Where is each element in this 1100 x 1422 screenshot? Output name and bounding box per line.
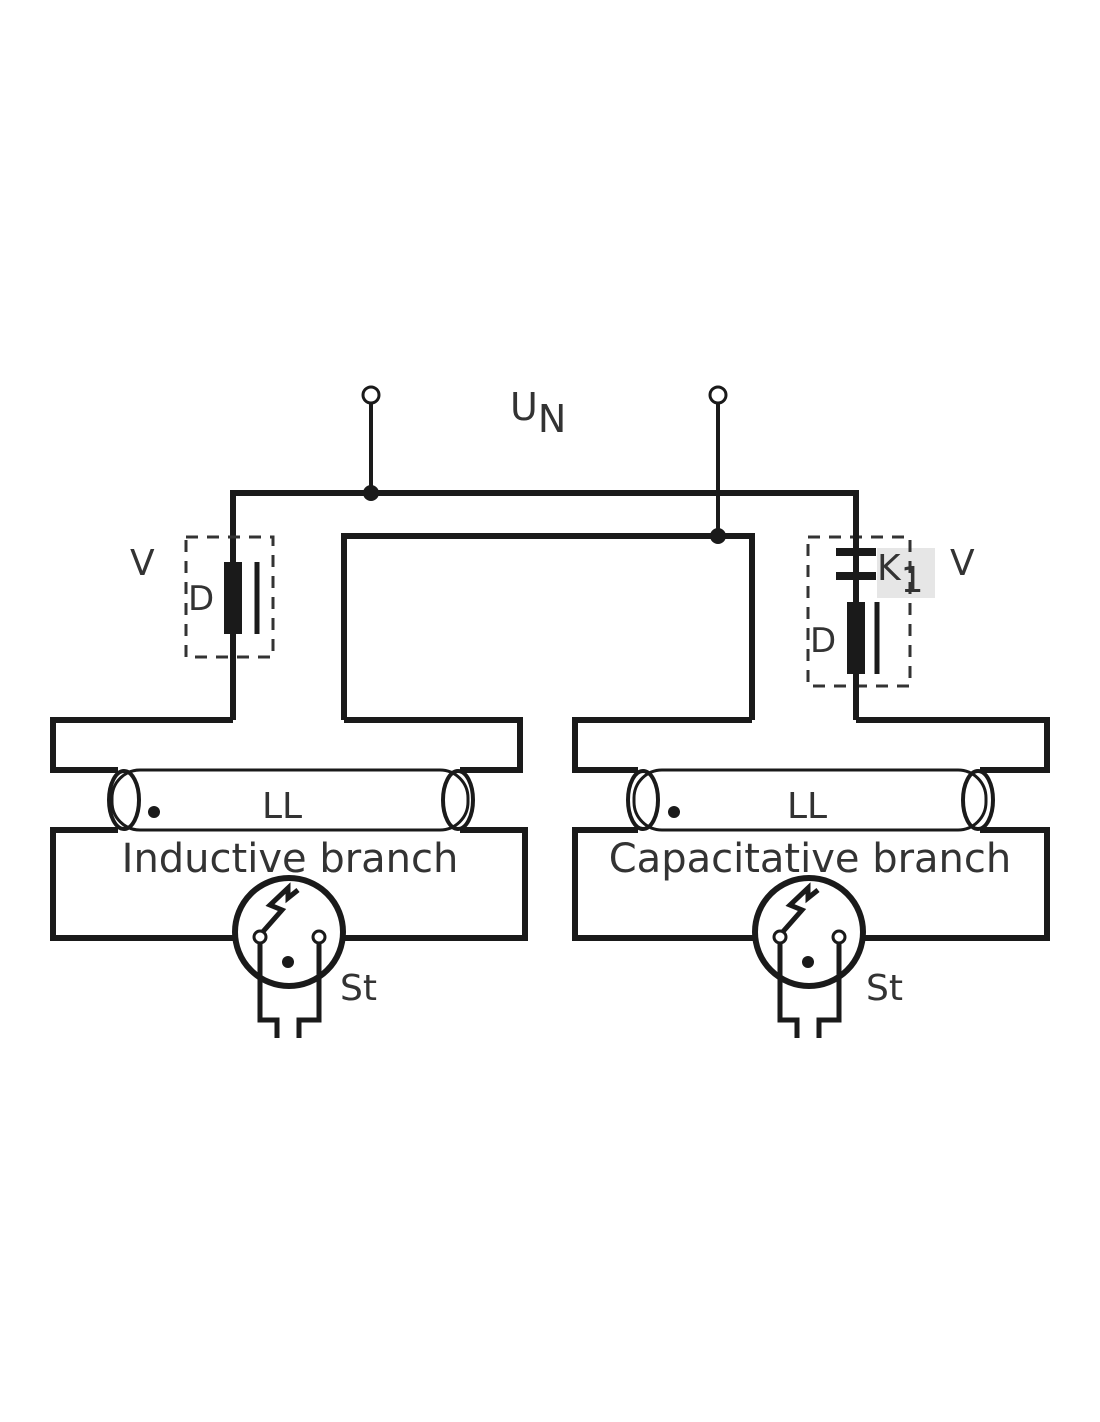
left-lamp bbox=[50, 717, 528, 941]
left-starter-label: St bbox=[340, 968, 377, 1009]
left-choke-label: D bbox=[188, 579, 214, 619]
left-starter-icon bbox=[232, 875, 346, 1038]
right-lamp bbox=[572, 717, 1050, 941]
right-ballast-label: V bbox=[950, 543, 975, 584]
capacitative-branch-label: Capacitative branch bbox=[609, 836, 1011, 882]
top-wire bbox=[230, 490, 859, 720]
capacitor-label: K1 bbox=[877, 548, 924, 601]
right-starter-label: St bbox=[866, 968, 903, 1009]
left-lamp-label: LL bbox=[262, 786, 302, 827]
left-ballast bbox=[184, 535, 275, 659]
right-lamp-label: LL bbox=[787, 786, 827, 827]
right-starter-icon bbox=[752, 875, 866, 1038]
supply-label: UN bbox=[510, 385, 566, 441]
left-ballast-label: V bbox=[130, 543, 155, 584]
inner-wire bbox=[341, 533, 755, 720]
right-choke-label: D bbox=[810, 621, 836, 661]
inductive-branch-label: Inductive branch bbox=[122, 836, 459, 882]
